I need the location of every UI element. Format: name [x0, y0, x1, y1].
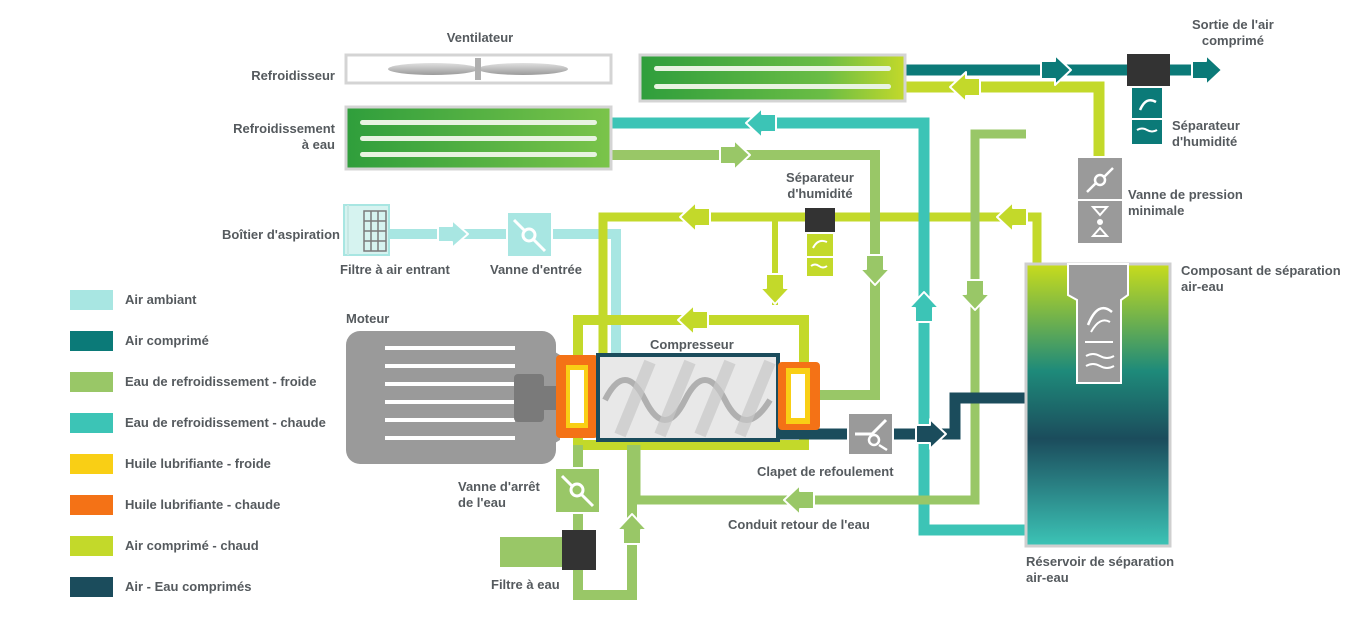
- label-vanne-entree: Vanne d'entrée: [490, 262, 582, 277]
- label-composant-separation: Composant de séparation air-eau: [1181, 263, 1341, 295]
- min-pressure-valve: [1076, 156, 1124, 245]
- label-sortie-air: Sortie de l'air comprimé: [1192, 17, 1274, 49]
- arrow-icon: [616, 513, 648, 545]
- legend-item: Air comprimé - chaud: [70, 536, 370, 556]
- label-boitier-aspiration: Boîtier d'aspiration: [222, 227, 340, 242]
- label-vanne-pression: Vanne de pression minimale: [1128, 187, 1243, 219]
- water-cooler: [344, 105, 613, 171]
- label-conduit-retour: Conduit retour de l'eau: [728, 517, 870, 532]
- label-clapet: Clapet de refoulement: [757, 464, 894, 479]
- label-line: d'humidité: [787, 186, 853, 201]
- arrow-icon: [996, 201, 1028, 233]
- legend-item: Air comprimé: [70, 331, 370, 351]
- arrow-icon: [437, 219, 469, 249]
- label-line: minimale: [1128, 203, 1185, 218]
- legend-label: Air ambiant: [125, 292, 197, 307]
- label-line: comprimé: [1201, 33, 1264, 48]
- check-valve: [847, 412, 894, 456]
- legend-swatch: [70, 331, 113, 351]
- legend-item: Huile lubrifiante - chaude: [70, 495, 370, 515]
- legend-label: Huile lubrifiante - froide: [125, 456, 271, 471]
- label-line: Vanne de pression: [1128, 187, 1243, 202]
- label-line: Séparateur: [1172, 118, 1240, 133]
- flow-arrows: [437, 54, 1223, 545]
- arrow-icon: [959, 279, 991, 311]
- legend-swatch: [70, 454, 113, 474]
- intake-filter: [343, 204, 390, 256]
- legend-label: Huile lubrifiante - chaude: [125, 497, 281, 512]
- inlet-valve: [506, 211, 553, 258]
- label-line: de l'eau: [458, 495, 506, 510]
- humidity-separator-top: [1127, 54, 1170, 144]
- label-refroidissement-eau: Refroidissement à eau: [195, 121, 335, 153]
- label-line: air-eau: [1026, 570, 1069, 585]
- label-line: Vanne d'arrêt: [458, 479, 540, 494]
- label-line: Réservoir de séparation: [1026, 554, 1175, 569]
- legend-swatch: [70, 577, 113, 597]
- label-separateur-mid: Séparateur d'humidité: [770, 170, 870, 202]
- label-moteur: Moteur: [346, 311, 390, 326]
- legend-item: Eau de refroidissement - chaude: [70, 413, 370, 433]
- label-line: Sortie de l'air: [1192, 17, 1274, 32]
- water-shutoff-valve: [554, 467, 601, 514]
- label-line: Séparateur: [786, 170, 854, 185]
- arrow-icon: [759, 273, 791, 305]
- label-line: à eau: [301, 137, 335, 152]
- label-compresseur: Compresseur: [650, 337, 734, 352]
- motor: [346, 331, 560, 464]
- arrow-icon: [719, 139, 751, 171]
- label-filtre-air: Filtre à air entrant: [340, 262, 450, 277]
- legend-label: Eau de refroidissement - froide: [125, 374, 317, 389]
- legend-swatch: [70, 372, 113, 392]
- arrow-icon: [679, 201, 711, 233]
- arrow-icon: [915, 418, 947, 450]
- label-refroidisseur: Refroidisseur: [251, 68, 335, 83]
- legend-item: Air - Eau comprimés: [70, 577, 370, 597]
- legend-swatch: [70, 536, 113, 556]
- label-reservoir: Réservoir de séparation air-eau: [1026, 554, 1174, 586]
- arrow-icon: [859, 254, 891, 286]
- label-filtre-eau: Filtre à eau: [491, 577, 560, 592]
- label-separateur-top: Séparateur d'humidité: [1172, 118, 1240, 150]
- arrow-icon: [677, 304, 709, 336]
- legend-label: Air - Eau comprimés: [125, 579, 252, 594]
- label-line: Refroidissement: [233, 121, 335, 136]
- label-vanne-arret: Vanne d'arrêt de l'eau: [458, 479, 540, 511]
- arrow-icon: [1191, 54, 1223, 86]
- label-ventilateur: Ventilateur: [446, 30, 514, 45]
- compressor: [556, 353, 820, 442]
- water-filter: [500, 530, 596, 570]
- pipe-hot-air-top: [905, 81, 1105, 160]
- label-line: Composant de séparation: [1181, 263, 1341, 278]
- legend-swatch: [70, 290, 113, 310]
- label-line: d'humidité: [1172, 134, 1238, 149]
- arrow-icon: [949, 71, 981, 103]
- arrow-icon: [1040, 54, 1072, 86]
- legend-label: Air comprimé - chaud: [125, 538, 259, 553]
- legend-item: Air ambiant: [70, 290, 370, 310]
- humidity-separator-mid: [805, 208, 835, 276]
- legend-item: Huile lubrifiante - froide: [70, 454, 370, 474]
- separator-tank: [1024, 262, 1172, 548]
- label-line: air-eau: [1181, 279, 1224, 294]
- arrow-icon: [745, 107, 777, 139]
- legend-label: Eau de refroidissement - chaude: [125, 415, 326, 430]
- arrow-icon: [783, 484, 815, 516]
- fan: [344, 53, 613, 85]
- legend-swatch: [70, 495, 113, 515]
- arrow-icon: [908, 291, 940, 323]
- legend-item: Eau de refroidissement - froide: [70, 372, 370, 392]
- legend-label: Air comprimé: [125, 333, 209, 348]
- legend-swatch: [70, 413, 113, 433]
- air-cooler: [638, 53, 907, 103]
